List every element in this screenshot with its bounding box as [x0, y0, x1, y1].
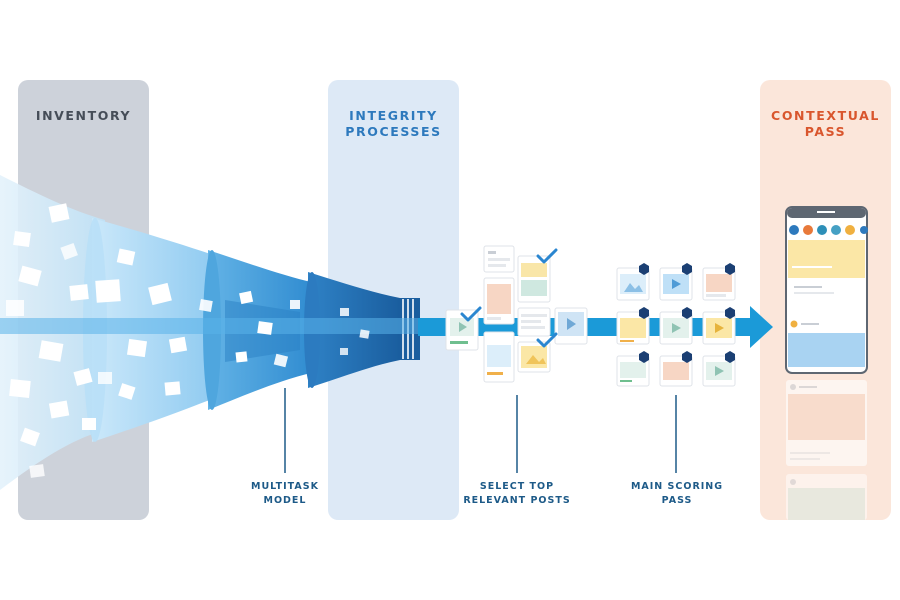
contextual-pass-title: CONTEXTUAL PASS [771, 108, 880, 139]
post-card [483, 277, 515, 325]
post-card [483, 245, 515, 273]
integrity-processes-title: INTEGRITY PROCESSES [345, 108, 442, 139]
scored-post [659, 267, 693, 301]
checkmark-icon [536, 332, 558, 348]
checkmark-icon [536, 248, 558, 264]
select-top-posts-label: SELECT TOP RELEVANT POSTS [463, 481, 571, 506]
checkmark-icon [460, 306, 482, 322]
inventory-title: INVENTORY [35, 108, 132, 123]
selected-posts-cluster [445, 245, 588, 383]
post-card [517, 255, 551, 303]
scored-post [702, 355, 736, 387]
scored-post [702, 267, 736, 301]
scoring-grid [616, 263, 736, 387]
post-card [483, 331, 515, 383]
multitask-model-label: MULTITASK MODEL [251, 481, 319, 506]
scored-post [659, 355, 693, 387]
scored-post [616, 311, 650, 345]
scored-post [702, 311, 736, 345]
scored-post [659, 311, 693, 345]
feed-card-faded [786, 380, 867, 466]
post-card [554, 307, 588, 345]
floating-posts [6, 203, 370, 478]
post-card [517, 341, 551, 373]
main-scoring-pass-label: MAIN SCORING PASS [630, 481, 724, 506]
scored-post [616, 267, 650, 301]
post-card [517, 307, 551, 337]
phone-feed [785, 206, 868, 374]
scored-post [616, 355, 650, 387]
funnel-stage-2 [203, 250, 315, 410]
hexagon-badge-icon [639, 263, 735, 363]
funnel-center-beam [0, 318, 420, 334]
feed-card-faded [786, 474, 867, 520]
